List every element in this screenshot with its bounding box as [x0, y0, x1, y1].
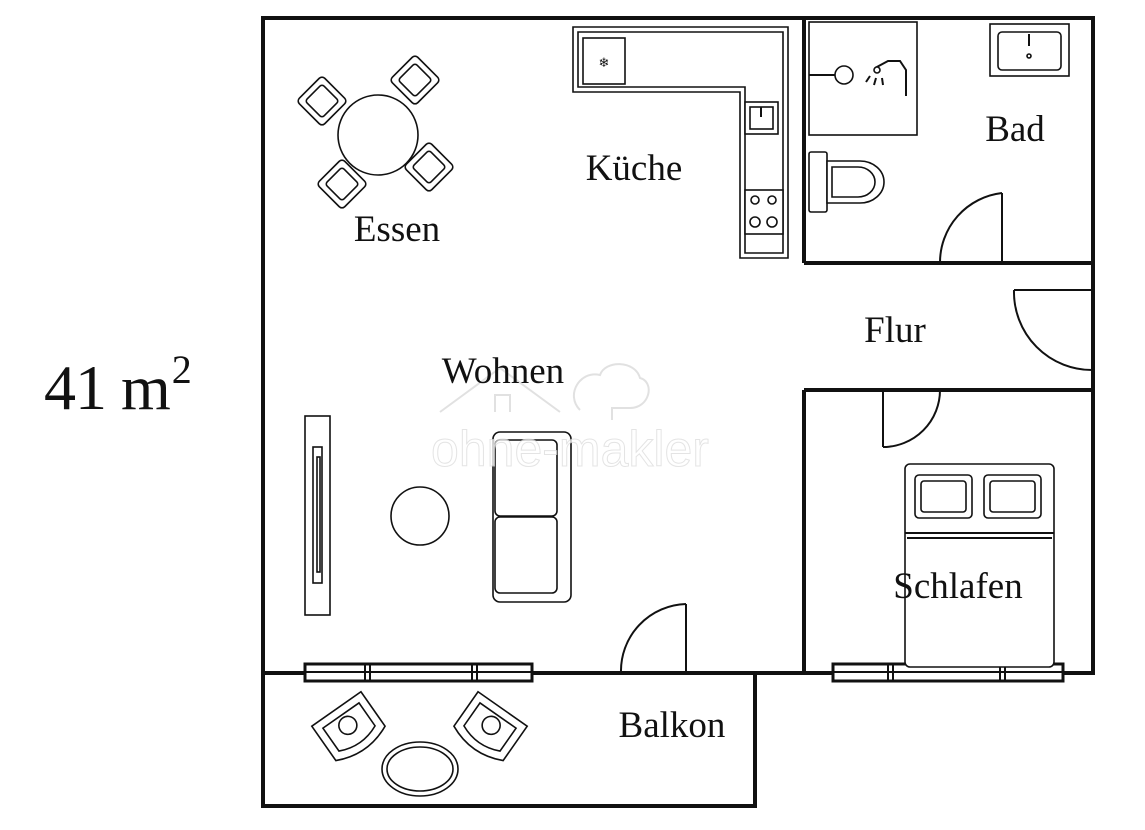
- tv-sideboard: [304, 415, 331, 616]
- washbasin: [989, 23, 1070, 77]
- room-label-kueche: Küche: [586, 148, 683, 189]
- room-label-balkon: Balkon: [619, 705, 726, 746]
- fridge: [582, 37, 626, 85]
- chair: [404, 142, 454, 192]
- snowflake-icon: ❄: [599, 56, 610, 71]
- shower: [808, 21, 918, 136]
- house-logo-icon: [439, 363, 650, 420]
- stove: [744, 189, 784, 235]
- area-value: 41 m: [44, 352, 171, 423]
- toilet: [808, 151, 885, 213]
- pillow: [983, 474, 1042, 519]
- armchair: [310, 690, 386, 762]
- chair: [317, 159, 367, 209]
- door-bedroom: [882, 389, 941, 448]
- sofa: [492, 431, 572, 603]
- kitchen-counter: ❄: [572, 26, 789, 259]
- total-area-label: 41 m2: [44, 346, 192, 425]
- coffee-table: [390, 486, 450, 546]
- pillow: [914, 474, 973, 519]
- walls: [261, 16, 1095, 808]
- watermark-text: ohne-makler: [431, 421, 709, 477]
- window-living: [303, 662, 534, 683]
- room-label-flur: Flur: [864, 310, 926, 351]
- room-label-essen: Essen: [354, 209, 440, 250]
- armchair: [453, 690, 529, 762]
- dining-set: [297, 55, 454, 209]
- door-bath: [938, 192, 1003, 264]
- door-entrance: [1012, 289, 1094, 372]
- area-superscript: 2: [171, 347, 192, 392]
- chair: [297, 76, 347, 126]
- room-label-wohnen: Wohnen: [442, 351, 564, 392]
- watermark: ohne-makler: [431, 363, 709, 478]
- kitchen-sink: [744, 101, 779, 135]
- balcony-furniture: [310, 690, 529, 797]
- double-bed: [904, 463, 1055, 668]
- room-label-schlafen: Schlafen: [893, 566, 1022, 607]
- room-label-bad: Bad: [985, 109, 1045, 150]
- door-balcony: [619, 603, 687, 674]
- chair: [390, 55, 440, 105]
- shower-head-icon: [865, 60, 907, 96]
